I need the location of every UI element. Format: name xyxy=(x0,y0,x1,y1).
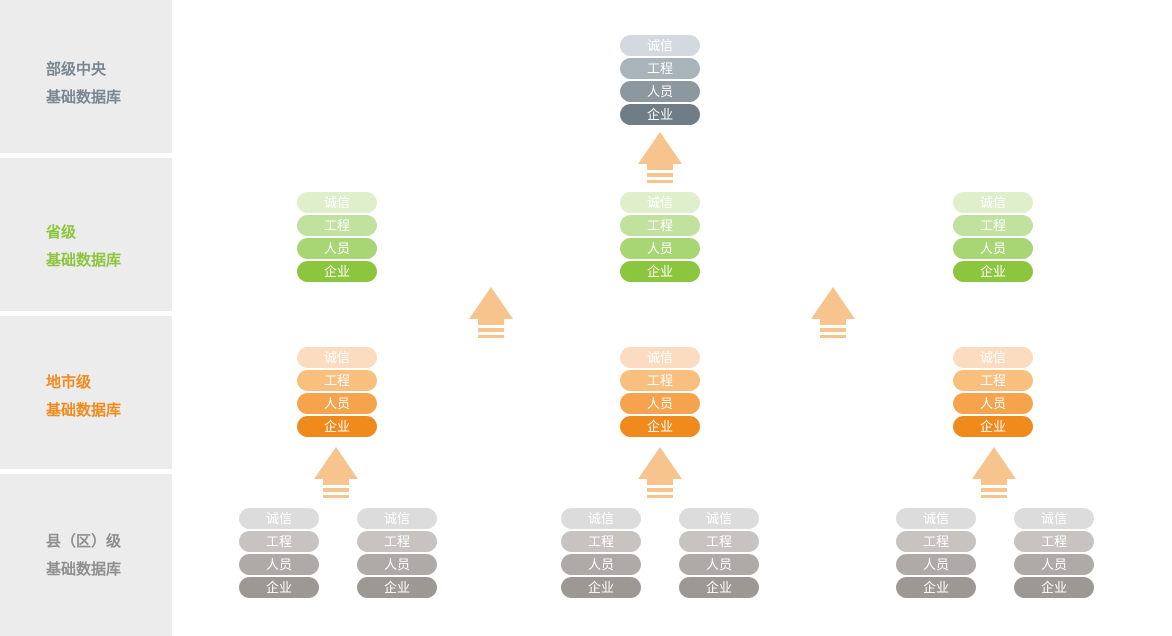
enterprise-pill: 企业 xyxy=(561,577,641,598)
level-label-city: 地市级 基础数据库 xyxy=(46,369,121,425)
level-band-province: 省级 基础数据库 xyxy=(0,158,172,311)
credit-pill: 诚信 xyxy=(1014,508,1094,529)
enterprise-pill: 企业 xyxy=(239,577,319,598)
project-pill: 工程 xyxy=(679,531,759,552)
project-pill: 工程 xyxy=(297,215,377,236)
level-band-county: 县（区）级 基础数据库 xyxy=(0,474,172,636)
up-arrow-icon xyxy=(638,132,682,183)
project-pill: 工程 xyxy=(953,215,1033,236)
county-database-stack: 诚信工程人员企业 xyxy=(561,508,641,600)
level-title-city: 地市级 xyxy=(46,374,92,391)
level-subtitle-central: 基础数据库 xyxy=(46,89,122,106)
project-pill: 工程 xyxy=(896,531,976,552)
project-pill: 工程 xyxy=(953,370,1033,391)
up-arrow-icon xyxy=(314,447,358,498)
project-pill: 工程 xyxy=(1014,531,1094,552)
credit-pill: 诚信 xyxy=(297,347,377,368)
level-subtitle-county: 基础数据库 xyxy=(46,561,122,578)
county-database-stack: 诚信工程人员企业 xyxy=(239,508,319,600)
personnel-pill: 人员 xyxy=(297,393,377,414)
enterprise-pill: 企业 xyxy=(620,416,700,437)
level-title-province: 省级 xyxy=(46,224,77,241)
level-title-central: 部级中央 xyxy=(46,61,107,78)
county-database-stack: 诚信工程人员企业 xyxy=(357,508,437,600)
personnel-pill: 人员 xyxy=(679,554,759,575)
credit-pill: 诚信 xyxy=(620,35,700,56)
central-database-stack: 诚信工程人员企业 xyxy=(620,35,700,127)
county-database-stack: 诚信工程人员企业 xyxy=(896,508,976,600)
level-band-city: 地市级 基础数据库 xyxy=(0,316,172,469)
credit-pill: 诚信 xyxy=(679,508,759,529)
personnel-pill: 人员 xyxy=(620,81,700,102)
up-arrow-icon xyxy=(638,447,682,498)
enterprise-pill: 企业 xyxy=(297,261,377,282)
credit-pill: 诚信 xyxy=(239,508,319,529)
personnel-pill: 人员 xyxy=(953,393,1033,414)
enterprise-pill: 企业 xyxy=(896,577,976,598)
personnel-pill: 人员 xyxy=(620,238,700,259)
level-subtitle-province: 基础数据库 xyxy=(46,252,122,269)
enterprise-pill: 企业 xyxy=(620,104,700,125)
level-label-county: 县（区）级 基础数据库 xyxy=(46,528,121,584)
credit-pill: 诚信 xyxy=(953,347,1033,368)
personnel-pill: 人员 xyxy=(896,554,976,575)
enterprise-pill: 企业 xyxy=(953,261,1033,282)
level-label-province: 省级 基础数据库 xyxy=(46,219,121,275)
enterprise-pill: 企业 xyxy=(357,577,437,598)
credit-pill: 诚信 xyxy=(620,347,700,368)
credit-pill: 诚信 xyxy=(896,508,976,529)
credit-pill: 诚信 xyxy=(357,508,437,529)
level-label-central: 部级中央 基础数据库 xyxy=(46,56,121,112)
credit-pill: 诚信 xyxy=(620,192,700,213)
personnel-pill: 人员 xyxy=(561,554,641,575)
project-pill: 工程 xyxy=(357,531,437,552)
credit-pill: 诚信 xyxy=(561,508,641,529)
project-pill: 工程 xyxy=(620,215,700,236)
province-database-stack: 诚信工程人员企业 xyxy=(620,192,700,284)
project-pill: 工程 xyxy=(620,370,700,391)
up-arrow-icon xyxy=(469,287,513,338)
project-pill: 工程 xyxy=(620,58,700,79)
county-database-stack: 诚信工程人员企业 xyxy=(1014,508,1094,600)
enterprise-pill: 企业 xyxy=(297,416,377,437)
up-arrow-icon xyxy=(972,447,1016,498)
up-arrow-icon xyxy=(811,287,855,338)
county-database-stack: 诚信工程人员企业 xyxy=(679,508,759,600)
city-database-stack: 诚信工程人员企业 xyxy=(953,347,1033,439)
province-database-stack: 诚信工程人员企业 xyxy=(953,192,1033,284)
city-database-stack: 诚信工程人员企业 xyxy=(620,347,700,439)
level-subtitle-city: 基础数据库 xyxy=(46,402,122,419)
credit-pill: 诚信 xyxy=(953,192,1033,213)
personnel-pill: 人员 xyxy=(357,554,437,575)
enterprise-pill: 企业 xyxy=(953,416,1033,437)
enterprise-pill: 企业 xyxy=(679,577,759,598)
project-pill: 工程 xyxy=(297,370,377,391)
province-database-stack: 诚信工程人员企业 xyxy=(297,192,377,284)
project-pill: 工程 xyxy=(239,531,319,552)
personnel-pill: 人员 xyxy=(953,238,1033,259)
personnel-pill: 人员 xyxy=(239,554,319,575)
level-band-central: 部级中央 基础数据库 xyxy=(0,0,172,153)
enterprise-pill: 企业 xyxy=(620,261,700,282)
personnel-pill: 人员 xyxy=(297,238,377,259)
enterprise-pill: 企业 xyxy=(1014,577,1094,598)
credit-pill: 诚信 xyxy=(297,192,377,213)
project-pill: 工程 xyxy=(561,531,641,552)
city-database-stack: 诚信工程人员企业 xyxy=(297,347,377,439)
level-title-county: 县（区）级 xyxy=(46,533,122,550)
personnel-pill: 人员 xyxy=(1014,554,1094,575)
personnel-pill: 人员 xyxy=(620,393,700,414)
